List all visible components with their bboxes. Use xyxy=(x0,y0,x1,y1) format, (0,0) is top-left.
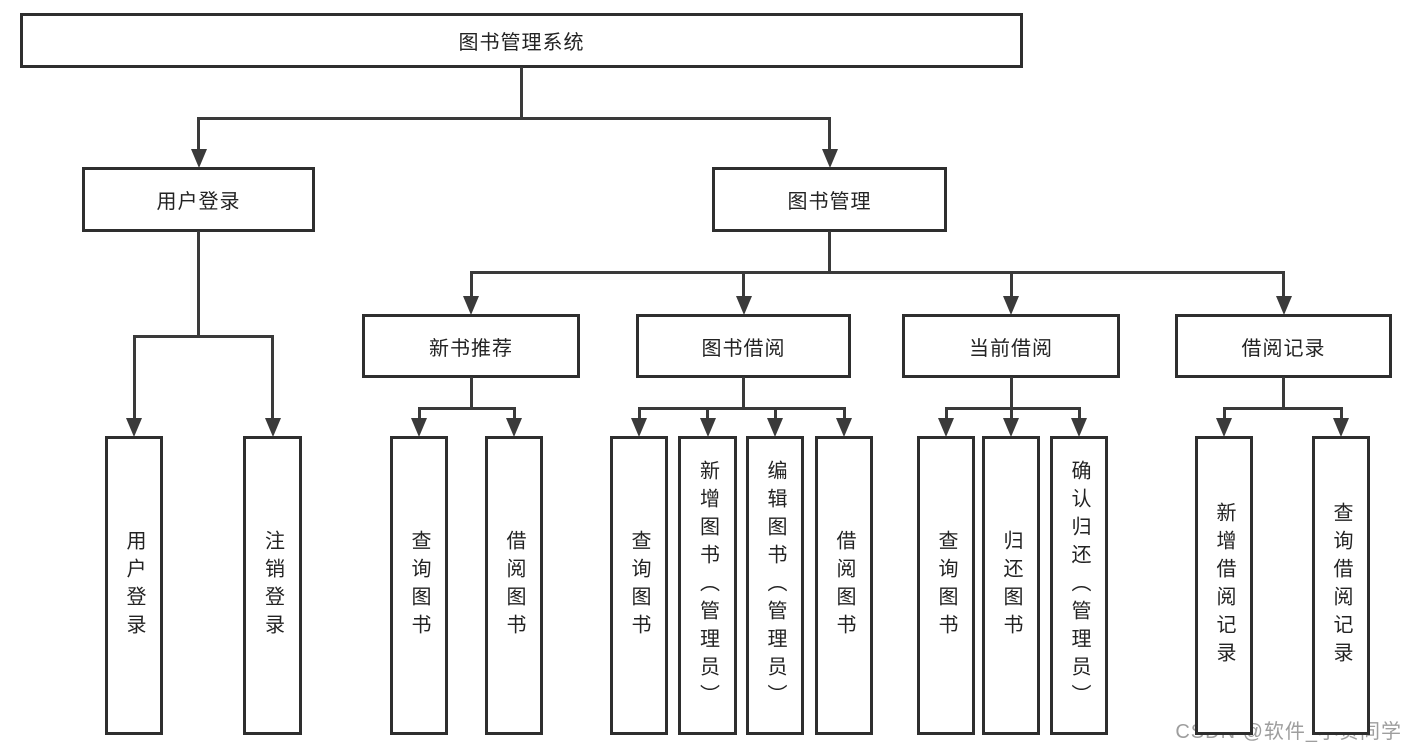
connector-line xyxy=(1009,270,1013,298)
node-label-leaf-add-record: 新增借阅记录 xyxy=(1213,501,1235,670)
arrowhead-icon xyxy=(767,418,783,437)
connector-line xyxy=(417,406,421,420)
connector-line xyxy=(197,116,831,120)
node-label-book-mgmt: 图书管理 xyxy=(787,191,872,213)
connector-line xyxy=(132,334,274,338)
node-label-user-login: 用户登录 xyxy=(156,191,241,213)
node-user-login: 用户登录 xyxy=(82,167,315,232)
connector-line xyxy=(773,406,777,420)
node-label-leaf-borrow-book-2: 借阅图书 xyxy=(833,529,855,642)
node-label-leaf-query-record: 查询借阅记录 xyxy=(1330,501,1352,670)
connector-line xyxy=(197,231,200,338)
connector-line xyxy=(197,116,200,151)
arrowhead-icon xyxy=(463,296,479,315)
connector-line xyxy=(742,270,745,298)
arrowhead-icon xyxy=(699,418,716,437)
node-label-book-borrow: 图书借阅 xyxy=(701,337,786,360)
connector-line xyxy=(1222,406,1226,420)
node-book-mgmt: 图书管理 xyxy=(712,167,947,232)
node-label-leaf-add-book: 新增图书（管理员） xyxy=(696,459,719,712)
connector-line xyxy=(417,406,516,410)
connector-line xyxy=(842,406,846,420)
arrowhead-icon xyxy=(1071,418,1087,437)
arrowhead-icon xyxy=(1003,418,1019,437)
connector-line xyxy=(828,231,831,274)
connector-line xyxy=(1009,377,1013,410)
arrowhead-icon xyxy=(411,418,427,437)
arrowhead-icon xyxy=(1275,296,1292,315)
arrowhead-icon xyxy=(190,149,207,168)
connector-line xyxy=(706,406,709,420)
node-label-leaf-return-book: 归还图书 xyxy=(1000,529,1022,642)
connector-line xyxy=(132,334,136,420)
connector-line xyxy=(512,406,516,420)
node-label-borrow-record: 借阅记录 xyxy=(1241,337,1326,360)
connector-line xyxy=(637,406,641,420)
connector-line xyxy=(271,334,274,420)
node-current-borrow: 当前借阅 xyxy=(902,314,1120,378)
arrowhead-icon xyxy=(1216,418,1232,437)
arrowhead-icon xyxy=(735,296,752,315)
connector-line xyxy=(1009,406,1013,420)
node-root: 图书管理系统 xyxy=(20,13,1023,68)
connector-line xyxy=(944,406,1081,410)
arrowhead-icon xyxy=(126,418,142,437)
connector-line xyxy=(944,406,948,420)
node-borrow-record: 借阅记录 xyxy=(1175,314,1392,378)
node-label-leaf-query-book-1: 查询图书 xyxy=(408,529,430,642)
node-label-current-borrow: 当前借阅 xyxy=(969,337,1053,360)
connector-line xyxy=(1282,270,1285,298)
node-leaf-borrow-book-1: 借阅图书 xyxy=(485,436,543,735)
node-label-leaf-query-book-3: 查询图书 xyxy=(935,529,957,642)
node-leaf-confirm-return: 确认归还（管理员） xyxy=(1050,436,1108,735)
node-leaf-add-record: 新增借阅记录 xyxy=(1195,436,1253,735)
node-label-leaf-query-book-2: 查询图书 xyxy=(628,529,650,642)
connector-line xyxy=(637,406,846,410)
connector-line xyxy=(1282,377,1285,410)
connector-line xyxy=(1339,406,1343,420)
arrowhead-icon xyxy=(821,149,838,168)
node-label-new-book-rec: 新书推荐 xyxy=(429,337,513,360)
connector-line xyxy=(742,377,745,410)
node-leaf-query-book-1: 查询图书 xyxy=(390,436,448,735)
arrowhead-icon xyxy=(631,418,647,437)
node-book-borrow: 图书借阅 xyxy=(636,314,851,378)
node-label-leaf-user-login: 用户登录 xyxy=(123,529,145,642)
arrowhead-icon xyxy=(1003,296,1019,315)
arrowhead-icon xyxy=(938,418,954,437)
arrowhead-icon xyxy=(1333,418,1349,437)
node-leaf-add-book: 新增图书（管理员） xyxy=(678,436,737,735)
connector-line xyxy=(1077,406,1081,420)
node-label-leaf-edit-book: 编辑图书（管理员） xyxy=(764,459,786,712)
connector-line xyxy=(1222,406,1343,410)
connector-line xyxy=(828,116,831,151)
node-new-book-rec: 新书推荐 xyxy=(362,314,580,378)
node-leaf-edit-book: 编辑图书（管理员） xyxy=(746,436,804,735)
node-leaf-logout: 注销登录 xyxy=(243,436,302,735)
connector-line xyxy=(469,270,473,298)
node-leaf-borrow-book-2: 借阅图书 xyxy=(815,436,873,735)
node-label-leaf-confirm-return: 确认归还（管理员） xyxy=(1068,459,1090,712)
node-label-root: 图书管理系统 xyxy=(458,32,585,54)
node-leaf-user-login: 用户登录 xyxy=(105,436,163,735)
node-leaf-query-book-2: 查询图书 xyxy=(610,436,668,735)
node-leaf-query-book-3: 查询图书 xyxy=(917,436,975,735)
connector-line xyxy=(469,270,1285,274)
arrowhead-icon xyxy=(264,418,281,437)
connector-line xyxy=(520,67,523,120)
node-label-leaf-logout: 注销登录 xyxy=(261,529,284,642)
node-leaf-query-record: 查询借阅记录 xyxy=(1312,436,1370,735)
node-label-leaf-borrow-book-1: 借阅图书 xyxy=(503,529,525,642)
arrowhead-icon xyxy=(836,418,852,437)
arrowhead-icon xyxy=(506,418,522,437)
node-leaf-return-book: 归还图书 xyxy=(982,436,1040,735)
connector-line xyxy=(469,377,473,410)
